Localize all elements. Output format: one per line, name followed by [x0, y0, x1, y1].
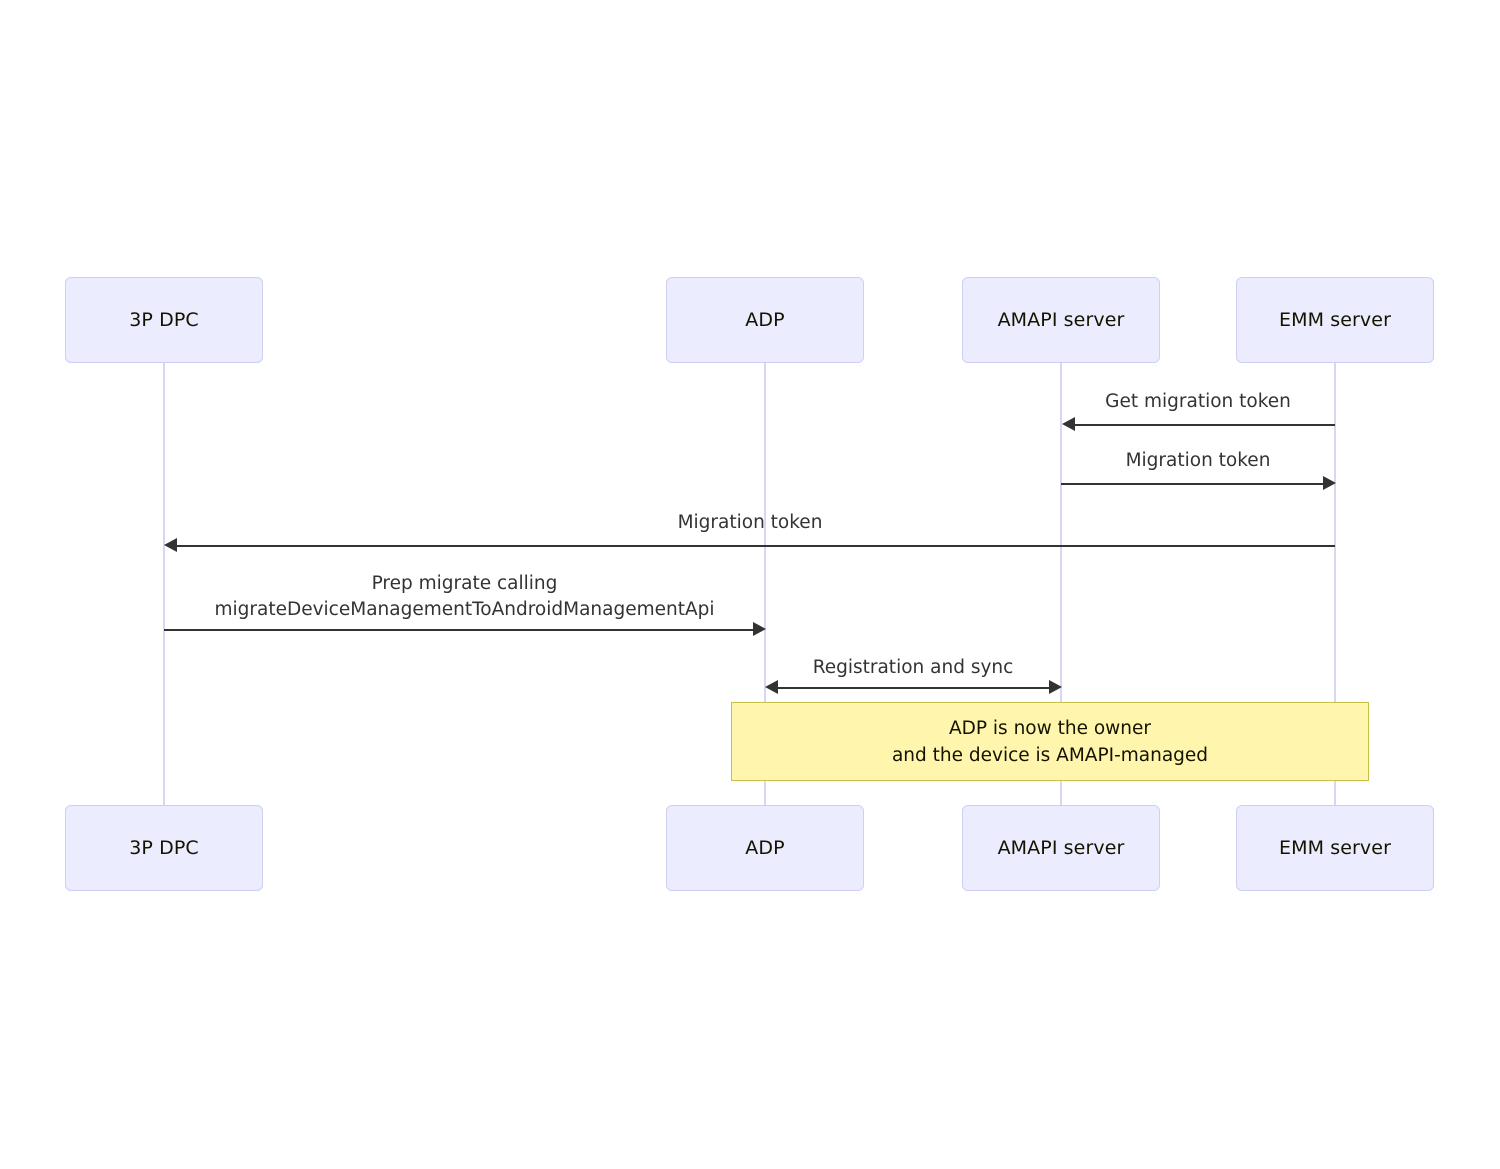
note-line-1: ADP is now the owner [948, 717, 1152, 739]
actor-label: 3P DPC [129, 309, 199, 331]
arrowhead-right-registration-and-sync [1049, 680, 1062, 694]
message-line-migration-token-dpc [168, 545, 1335, 547]
actor-top-adp[interactable]: ADP [666, 277, 864, 363]
message-line-get-migration-token [1066, 424, 1335, 426]
actor-label: 3P DPC [129, 837, 199, 859]
message-label-migration-token-dpc: Migration token [677, 512, 823, 533]
actor-label: EMM server [1279, 309, 1391, 331]
actor-label: ADP [745, 837, 785, 859]
message-label-get-migration-token: Get migration token [1105, 391, 1291, 412]
actor-top-3p-dpc[interactable]: 3P DPC [65, 277, 263, 363]
message-label-migration-token-emm: Migration token [1125, 450, 1271, 471]
actor-bottom-3p-dpc[interactable]: 3P DPC [65, 805, 263, 891]
message-line-prep-migrate [164, 629, 759, 631]
arrowhead-left-registration-and-sync [765, 680, 778, 694]
actor-bottom-adp[interactable]: ADP [666, 805, 864, 891]
actor-bottom-emm-server[interactable]: EMM server [1236, 805, 1434, 891]
actor-label: EMM server [1279, 837, 1391, 859]
actor-bottom-amapi-server[interactable]: AMAPI server [962, 805, 1160, 891]
message-line-registration-and-sync [769, 687, 1056, 689]
message-label-registration-and-sync: Registration and sync [812, 657, 1014, 678]
arrowhead-left-migration-token-dpc [164, 538, 177, 552]
message-label-line-1: Prep migrate calling [371, 573, 558, 594]
lifeline-amapi-server [1060, 363, 1063, 807]
arrowhead-left-get-migration-token [1062, 417, 1075, 431]
arrowhead-right-migration-token-emm [1323, 476, 1336, 490]
arrowhead-right-prep-migrate [753, 622, 766, 636]
actor-label: AMAPI server [997, 837, 1125, 859]
note-adp-owner: ADP is now the owner and the device is A… [731, 702, 1369, 781]
lifeline-emm-server [1334, 363, 1337, 807]
actor-label: ADP [745, 309, 785, 331]
lifeline-adp [764, 363, 767, 807]
actor-top-amapi-server[interactable]: AMAPI server [962, 277, 1160, 363]
message-label-line-2: migrateDeviceManagementToAndroidManageme… [214, 599, 715, 620]
actor-label: AMAPI server [997, 309, 1125, 331]
actor-top-emm-server[interactable]: EMM server [1236, 277, 1434, 363]
message-line-migration-token-emm [1061, 483, 1329, 485]
lifeline-3p-dpc [163, 363, 166, 807]
message-label-prep-migrate: Prep migrate calling migrateDeviceManage… [164, 571, 765, 623]
note-line-2: and the device is AMAPI-managed [891, 744, 1209, 766]
